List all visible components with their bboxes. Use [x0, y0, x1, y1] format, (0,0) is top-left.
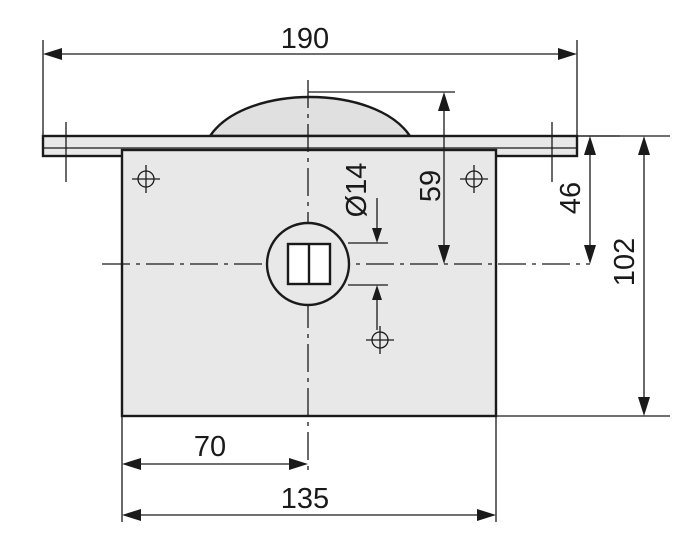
- crosshair-hole-marker: [460, 165, 488, 193]
- crosshair-hole-marker: [132, 165, 160, 193]
- dim-102-label: 102: [609, 238, 641, 286]
- dim-46-label: 46: [555, 182, 587, 214]
- crosshair-hole-marker: [366, 326, 394, 354]
- dim-bore-label: Ø14: [341, 163, 373, 218]
- dim-70-label: 70: [194, 431, 226, 463]
- dome: [207, 95, 413, 138]
- dim-190-label: 190: [281, 23, 329, 55]
- dim-135-label: 135: [281, 483, 329, 515]
- dim-59-label: 59: [415, 170, 447, 202]
